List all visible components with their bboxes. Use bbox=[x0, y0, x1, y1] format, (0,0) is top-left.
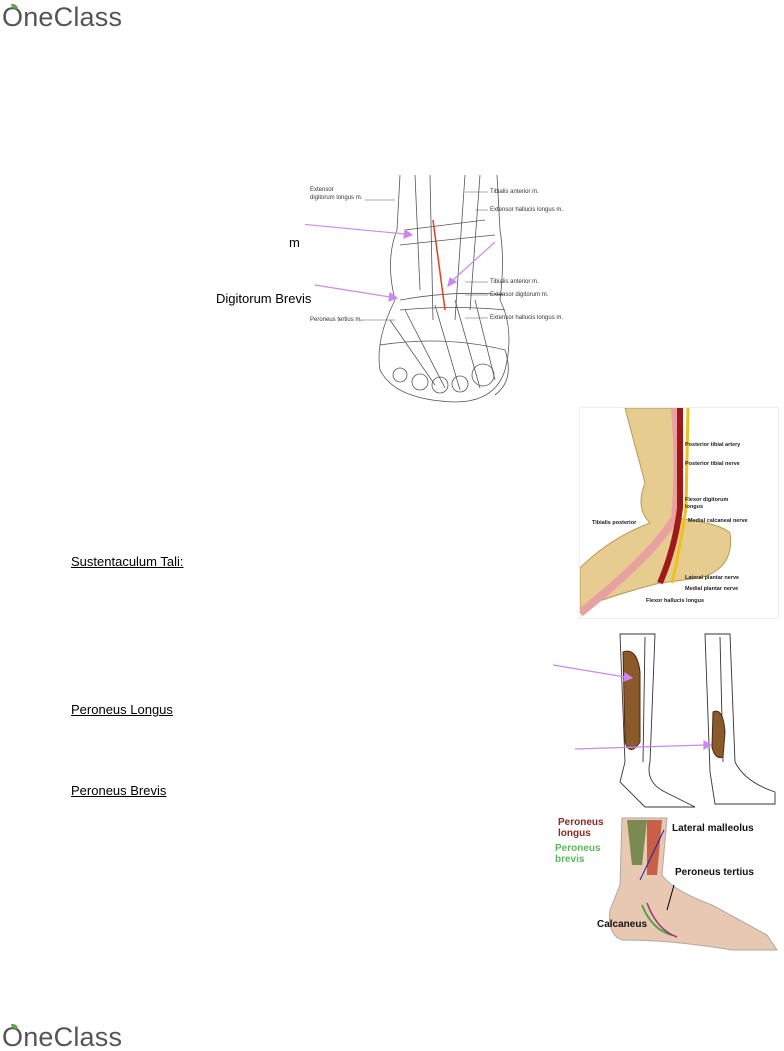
fig1-label: Tibialis anterior m. bbox=[490, 189, 539, 195]
note-m: m bbox=[289, 235, 300, 250]
note-peroneus-brevis: Peroneus Brevis bbox=[71, 783, 167, 798]
fig2-label: Medial plantar nerve bbox=[685, 586, 739, 592]
fig1-label: digitorum longus m. bbox=[310, 195, 363, 201]
lateral-foot-drawing bbox=[609, 817, 778, 951]
fig2-label: Medial calcaneal nerve bbox=[688, 518, 748, 524]
foot-dorsal-drawing bbox=[289, 174, 510, 403]
fig2-label: Lateral plantar nerve bbox=[685, 575, 740, 581]
fig2-label: longus bbox=[685, 504, 704, 510]
fig2-label: Flexor hallucis longus bbox=[646, 598, 705, 604]
logo-text: OneClass bbox=[2, 1022, 123, 1051]
fig4-label: Peroneus bbox=[558, 817, 604, 828]
fig1-label: Extensor hallucis longus m. bbox=[490, 315, 564, 321]
leaf-icon bbox=[11, 1024, 18, 1029]
fig4-label: Peroneus tertius bbox=[675, 867, 754, 878]
note-peroneus-longus: Peroneus Longus bbox=[71, 702, 173, 717]
fig2-label: Posterior tibial nerve bbox=[685, 461, 740, 467]
medial-ankle-drawing bbox=[577, 407, 732, 617]
lateral-foot-figure: Peroneus longus Peroneus brevis Lateral … bbox=[552, 815, 780, 960]
logo-text: OneClass bbox=[2, 2, 123, 32]
fig2-label: Posterior tibial artery bbox=[685, 442, 741, 448]
leg-bones-figure bbox=[545, 632, 780, 812]
oneclass-logo-footer: OneClass bbox=[2, 1022, 122, 1051]
fig1-label: Extensor digitorum m. bbox=[490, 292, 549, 298]
fig1-label: Peroneus tertius m. bbox=[310, 317, 363, 323]
oneclass-logo-header: OneClass bbox=[2, 2, 122, 33]
note-sustentaculum-tali: Sustentaculum Tali: bbox=[71, 554, 184, 569]
note-digitorum-brevis: Digitorum Brevis bbox=[216, 291, 312, 306]
medial-ankle-figure: Posterior tibial artery Posterior tibial… bbox=[577, 407, 779, 619]
fig4-label: Calcaneus bbox=[597, 919, 648, 930]
fig1-label: Extensor hallucis longus m. bbox=[490, 207, 564, 213]
fig4-label: longus bbox=[558, 828, 591, 839]
fig4-label: Lateral malleolus bbox=[672, 823, 754, 834]
fig1-label: Extensor bbox=[310, 187, 334, 193]
fig2-label: Tibialis posterior bbox=[592, 520, 637, 526]
fig2-label: Flexor digitorum bbox=[685, 497, 729, 503]
leg-bones-drawing bbox=[552, 633, 776, 808]
foot-dorsal-figure: Extensor digitorum longus m. Tibialis an… bbox=[289, 170, 595, 405]
leaf-icon bbox=[11, 4, 18, 9]
fig1-label: Tibialis anterior m. bbox=[490, 279, 539, 285]
fig4-label: brevis bbox=[555, 854, 585, 865]
fig4-label: Peroneus bbox=[555, 843, 601, 854]
